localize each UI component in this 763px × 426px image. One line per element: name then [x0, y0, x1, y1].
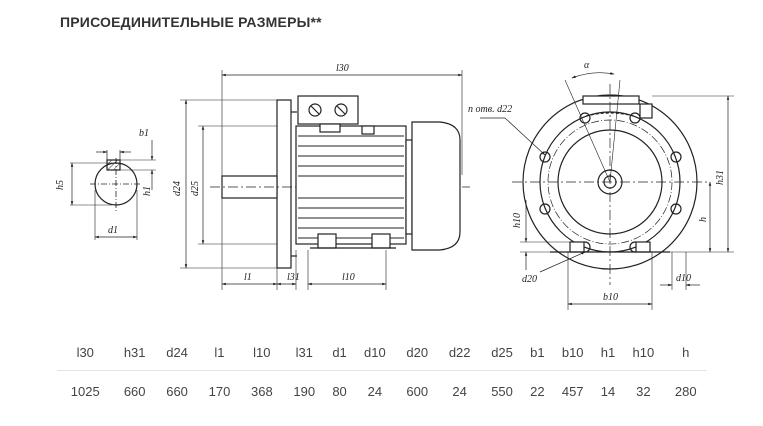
table-cell: 660	[123, 383, 146, 399]
label-b10: b10	[603, 292, 618, 303]
table-cell: 80	[332, 383, 347, 399]
label-l1: l1	[244, 272, 252, 283]
table-cell: 170	[208, 383, 231, 399]
table-header-cell: h1	[600, 344, 616, 360]
table-cell: 24	[452, 383, 467, 399]
shaft-section-view	[70, 140, 156, 240]
label-b1: b1	[139, 128, 149, 139]
table-header-cell: l10	[253, 344, 271, 360]
table-header-cell: d22	[448, 344, 471, 360]
table-cell: 14	[600, 383, 616, 399]
table-cell: 24	[367, 383, 383, 399]
table-header-cell: l1	[214, 344, 225, 360]
table-header-cell: l31	[295, 344, 313, 360]
label-d1: d1	[108, 225, 118, 236]
table-header-cell: d1	[332, 344, 347, 360]
label-h1: h1	[142, 186, 153, 196]
table-header-cell: d20	[406, 344, 429, 360]
table-header-cell: d10	[364, 344, 386, 360]
label-l30: l30	[336, 63, 349, 74]
table-cell: 32	[636, 383, 651, 399]
table-header-cell: b10	[561, 344, 584, 360]
table-header-cell: d25	[491, 344, 513, 360]
label-h10: h10	[512, 213, 523, 228]
motor-drawing: b1 h5 h1 d1	[55, 60, 734, 310]
table-header-cell: b1	[530, 344, 545, 360]
label-alpha: α	[584, 60, 590, 71]
motor-front-view	[480, 72, 734, 310]
table-cell: 550	[491, 383, 513, 399]
label-d25: d25	[190, 181, 201, 196]
table-divider	[57, 364, 707, 371]
motor-side-view	[180, 70, 470, 290]
table-cell: 280	[674, 383, 697, 399]
label-h: h	[698, 217, 709, 222]
label-n-holes-d22: n отв. d22	[468, 104, 512, 115]
table-header-cell: d24	[166, 344, 188, 360]
table-cell: 457	[561, 383, 584, 399]
label-d20: d20	[522, 274, 537, 285]
table-header-cell: h	[682, 344, 690, 360]
label-h31: h31	[715, 170, 726, 185]
table-cell: 660	[166, 383, 188, 399]
table-cell: 600	[406, 383, 429, 399]
table-cell: 22	[530, 383, 545, 399]
dimensions-table: l30 h31 d24 l1 l10 l31 d1 d10 d20 d22 d2…	[57, 340, 707, 405]
table-cell: 368	[251, 383, 273, 399]
table-cell: 190	[293, 383, 316, 399]
label-l10: l10	[342, 272, 355, 283]
label-d10: d10	[676, 273, 691, 284]
table-row: 1025 660 660 170 368 190 80 24 600 24 55…	[57, 371, 707, 406]
label-d24: d24	[172, 181, 183, 196]
table-header-cell: l30	[76, 344, 94, 360]
label-l31: l31	[287, 272, 300, 283]
table-header-row: l30 h31 d24 l1 l10 l31 d1 d10 d20 d22 d2…	[57, 340, 707, 364]
table-header-cell: h10	[632, 344, 655, 360]
label-h5: h5	[55, 180, 66, 190]
table-cell: 1025	[70, 383, 100, 399]
page-title: ПРИСОЕДИНИТЕЛЬНЫЕ РАЗМЕРЫ**	[60, 14, 322, 30]
table-header-cell: h31	[123, 344, 146, 360]
